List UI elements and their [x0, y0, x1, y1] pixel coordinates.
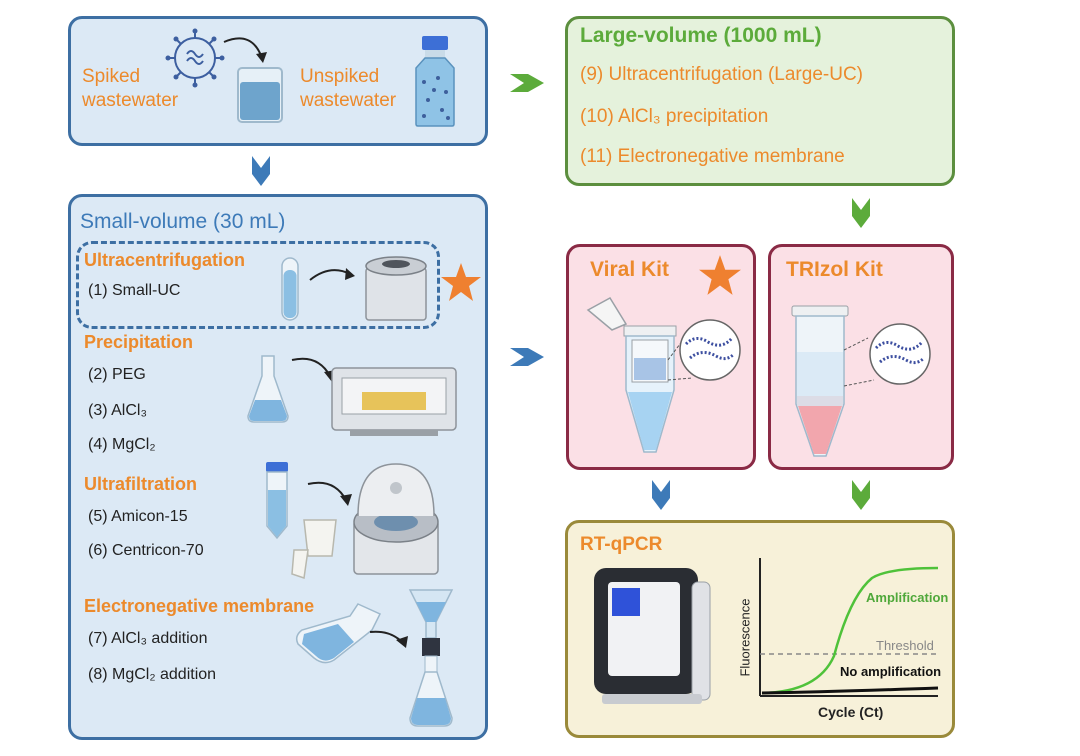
method-item-6: (6) Centricon-70: [88, 542, 204, 559]
amplification-label: Amplification: [866, 590, 949, 605]
arrow-right-icon: [510, 348, 544, 366]
microtube-icon: [791, 305, 931, 457]
fluorescence-label: Fluorescence: [737, 598, 753, 677]
method-item-7: (7) AlCl₃ addition: [88, 630, 208, 647]
curved-arrow-icon: [309, 268, 355, 281]
spiked-label-1: Spiked: [82, 66, 141, 87]
spin-column-icon: [586, 297, 741, 453]
method-item-5: (5) Amicon-15: [88, 508, 188, 525]
method-item-4: (4) MgCl₂: [88, 436, 156, 453]
no-amplification-label: No amplification: [840, 664, 942, 679]
small-volume-title: Small-volume (30 mL): [80, 210, 286, 233]
rtqpcr-title: RT-qPCR: [580, 534, 663, 555]
arrow-down-icon: [252, 156, 270, 186]
arrow-down-icon: [852, 198, 870, 228]
qpcr-curve-chart: [759, 558, 939, 697]
pouring-flask-icon: [295, 603, 382, 664]
no-amplification-curve: [761, 686, 939, 695]
trizol-kit-title: TRIzol Kit: [786, 258, 883, 281]
large-volume-item-11: (11) Electronegative membrane: [580, 146, 845, 167]
precipitation-title: Precipitation: [84, 332, 194, 352]
flask-icon: [247, 355, 289, 423]
threshold-label: Threshold: [876, 638, 934, 653]
viral-kit-title: Viral Kit: [590, 258, 669, 281]
large-volume-title: Large-volume (1000 mL): [580, 24, 822, 47]
bottle-icon: [415, 36, 455, 127]
curved-arrow-icon: [223, 37, 267, 63]
virus-icon: [165, 28, 225, 88]
amplification-curve: [761, 566, 939, 695]
shaker-icon: [331, 367, 457, 436]
method-item-8: (8) MgCl₂ addition: [88, 666, 217, 683]
method-item-2: (2) PEG: [88, 366, 146, 383]
curved-arrow-icon: [307, 481, 352, 506]
filter-cup-icon: [291, 519, 337, 579]
spiked-label-2: wastewater: [82, 90, 179, 111]
ultracentrifugation-title: Ultracentrifugation: [84, 250, 246, 270]
ultracentrifugation-group: [76, 241, 440, 329]
arrow-right-icon: [510, 74, 544, 92]
falcon-tube-icon: [266, 462, 288, 540]
unspiked-label-1: Unspiked: [300, 66, 380, 87]
centrifuge-icon: [365, 256, 427, 321]
curved-arrow-icon: [369, 630, 408, 648]
large-volume-box: [565, 16, 955, 186]
electronegative-title: Electronegative membrane: [84, 596, 315, 616]
method-item-1: (1) Small-UC: [88, 282, 181, 299]
arrow-down-icon: [652, 480, 670, 510]
qpcr-machine-icon: [594, 568, 711, 704]
arrow-down-icon: [852, 480, 870, 510]
tube-icon: [281, 257, 299, 321]
star-icon: [441, 263, 481, 301]
star-icon: [699, 255, 741, 295]
method-item-3: (3) AlCl₃: [88, 402, 147, 419]
beaker-icon: [237, 67, 283, 123]
unspiked-label-2: wastewater: [300, 90, 397, 111]
large-volume-item-10: (10) AlCl₃ precipitation: [580, 106, 769, 127]
large-volume-item-9: (9) Ultracentrifugation (Large-UC): [580, 64, 863, 85]
cycle-label: Cycle (Ct): [818, 704, 884, 720]
filter-funnel-icon: [408, 589, 454, 727]
ultrafiltration-title: Ultrafiltration: [84, 474, 198, 494]
benchtop-centrifuge-icon: [353, 463, 439, 575]
